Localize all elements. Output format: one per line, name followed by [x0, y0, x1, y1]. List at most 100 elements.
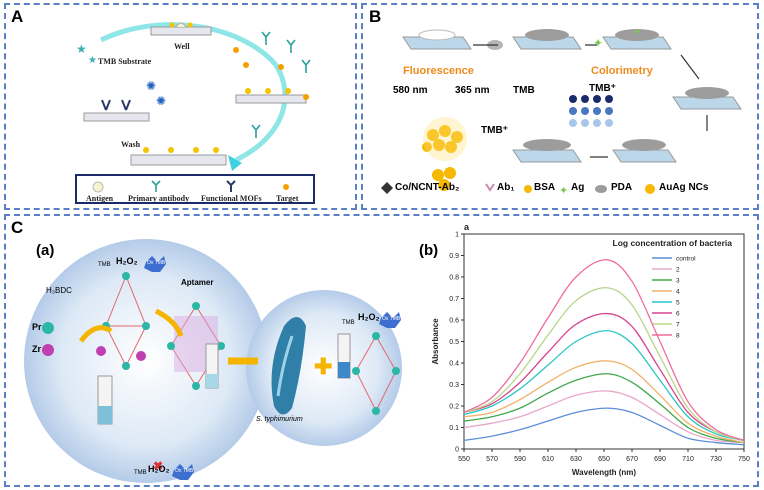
electrode-row	[402, 36, 672, 50]
pr-label: Pr	[32, 322, 42, 332]
auag-cluster	[422, 125, 463, 191]
tmb3-label: TMB	[342, 320, 355, 326]
panel-a-label: A	[11, 7, 24, 26]
corner-label: a	[464, 222, 470, 232]
svg-text:✦: ✦	[633, 27, 641, 38]
x-tick-label: 670	[626, 456, 638, 463]
legend-label-8: 8	[676, 333, 680, 340]
antibody-icons	[251, 31, 311, 138]
svg-text:✚: ✚	[314, 354, 332, 379]
legend-auag: AuAg NCs	[659, 182, 709, 193]
h2o2-2-label: H₂O₂	[148, 464, 170, 474]
y-tick-label: 0.6	[449, 318, 459, 325]
legend-ab1: Ab₁	[497, 182, 515, 193]
arrow-1	[79, 325, 113, 343]
legend-label-6: 6	[676, 311, 680, 318]
panel-b-label: B	[369, 7, 382, 26]
h2o2-1-label: H₂O₂	[116, 256, 138, 266]
legend-antigen: Antigen	[86, 194, 114, 203]
panel-c-sub-a: (a)	[36, 242, 55, 259]
tmb-substrate-label: TMB Substrate	[98, 57, 152, 66]
y-tick-label: 0.7	[449, 296, 459, 303]
y-tick-label: 0.8	[449, 275, 459, 282]
legend-label-3: 3	[676, 278, 680, 285]
plate-well	[150, 22, 212, 36]
legend-label-control: control	[676, 256, 696, 263]
s-typh-label: S. typhimurium	[256, 416, 303, 423]
x-tick-label: 650	[598, 456, 610, 463]
zr-atom	[42, 344, 54, 356]
y-tick-label: 0.1	[449, 425, 459, 432]
legend-functional-mofs: Functional MOFs	[201, 194, 262, 203]
pr-atom	[42, 322, 54, 334]
y-tick-label: 0.3	[449, 382, 459, 389]
series-line-7	[463, 287, 745, 442]
x-tick-label: 550	[458, 456, 470, 463]
h2o2-3-label: H₂O₂	[358, 312, 380, 322]
panel-c-scheme: ✚ ✖	[24, 239, 402, 483]
svg-text:★: ★	[88, 55, 97, 66]
ox-tmb-badge-2	[172, 464, 194, 480]
cycle-arrow-path-right	[234, 63, 288, 163]
y-tick-label: 0.5	[449, 339, 459, 346]
x-tick-label: 590	[514, 456, 526, 463]
x-tick-label: 630	[570, 456, 582, 463]
tmb-dots	[569, 95, 613, 127]
arrow-right-top	[680, 54, 700, 80]
well-label: Well	[174, 42, 190, 51]
svg-text:★: ★	[76, 42, 87, 56]
x-axis-label: Wavelength (nm)	[572, 468, 636, 477]
nm365-label: 365 nm	[455, 85, 490, 96]
zr-label: Zr	[32, 344, 41, 354]
legend-pda: PDA	[611, 182, 633, 193]
legend-target: Target	[276, 194, 299, 203]
panel-c-sub-b: (b)	[419, 242, 439, 259]
bubble-left	[24, 239, 268, 483]
panel-b-scheme: ✦ ✦ ✦	[381, 27, 742, 197]
legend-ag: Ag	[571, 182, 585, 193]
wash-label: Wash	[121, 140, 141, 149]
legend-label-7: 7	[676, 322, 680, 329]
series-line-5	[463, 330, 745, 442]
plate-left	[83, 99, 150, 122]
aptamer-label: Aptamer	[181, 278, 214, 287]
ox-tmb-2-label: Ox TMB	[175, 468, 194, 474]
series-line-2	[463, 390, 745, 444]
series-line-6	[463, 312, 745, 442]
svg-text:✺: ✺	[146, 79, 156, 93]
legend-box	[75, 174, 315, 204]
tmb-label: TMB	[513, 85, 535, 96]
svg-text:✖: ✖	[153, 459, 163, 473]
y-tick-label: 0	[455, 447, 459, 454]
chart-title: Log concentration of bacteria	[613, 238, 733, 248]
legend-label-5: 5	[676, 300, 680, 307]
x-tick-label: 710	[682, 456, 694, 463]
y-tick-label: 0.4	[449, 361, 459, 368]
ox-tmb-badge-1	[144, 256, 166, 272]
x-tick-label: 570	[486, 456, 498, 463]
series-line-3	[463, 373, 745, 444]
panel-a-scheme: ★ ★ ✺ ✺	[75, 22, 315, 204]
svg-text:✺: ✺	[156, 94, 166, 108]
x-tick-label: 610	[542, 456, 554, 463]
x-tick-label: 730	[710, 456, 722, 463]
svg-text:✦: ✦	[559, 185, 568, 197]
panel-c: C (a) (b)	[4, 214, 759, 487]
y-tick-label: 0.2	[449, 404, 459, 411]
tmb-plus-mid-label: TMB⁺	[481, 125, 508, 136]
svg-text:✦: ✦	[593, 36, 603, 50]
ox-tmb-badge-3	[379, 312, 401, 328]
plate-right	[235, 88, 307, 104]
panel-b: B ✦ ✦	[361, 3, 759, 210]
legend-label-2: 2	[676, 267, 680, 274]
legend-bsa: BSA	[534, 182, 556, 193]
ox-tmb-3-label: Ox TMB	[382, 316, 401, 322]
y-tick-label: 1	[455, 232, 459, 239]
tmb2-label: TMB	[134, 470, 147, 476]
tmb-plus-top-label: TMB⁺	[589, 83, 616, 94]
colorimetry-label: Colorimetry	[591, 65, 653, 77]
ox-tmb-1-label: Ox TMB	[147, 260, 166, 266]
h3bdc-label: H₃BDC	[46, 286, 72, 295]
plate-bottom	[130, 147, 227, 166]
